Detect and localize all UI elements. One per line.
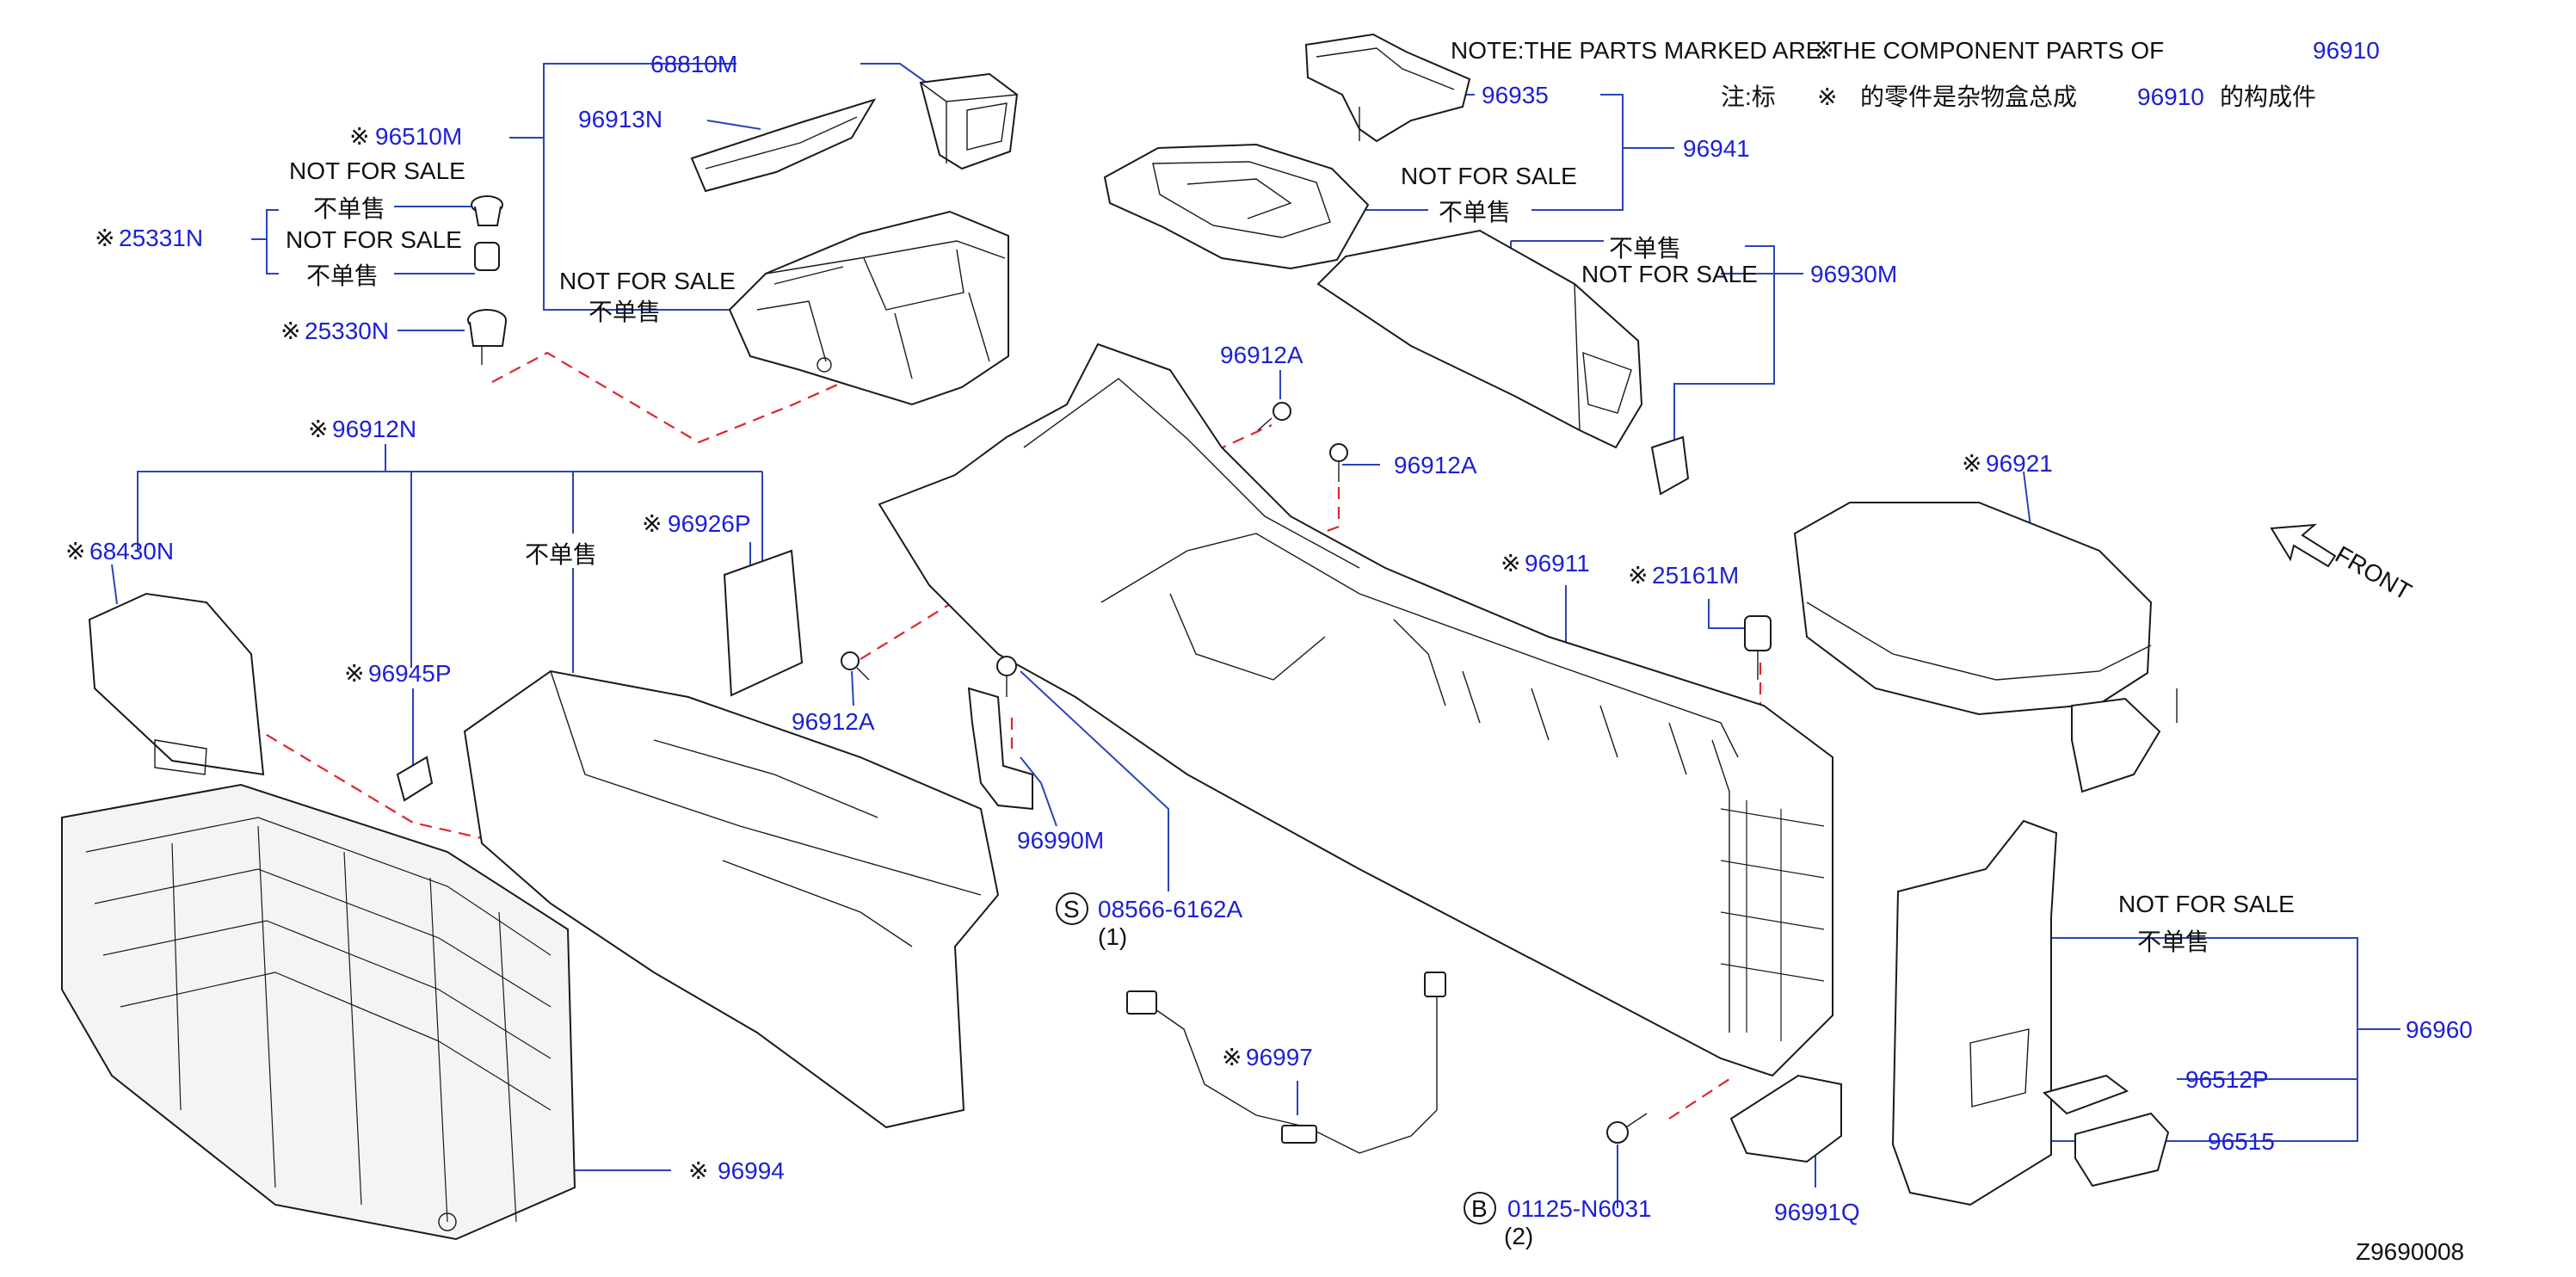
label-68810m: 68810M bbox=[650, 51, 737, 77]
rear-cover-96960 bbox=[1891, 819, 2058, 1206]
b-circle-icon bbox=[1464, 1192, 1496, 1225]
leader-lines bbox=[111, 63, 2400, 1208]
qty-08566: (1) bbox=[1098, 923, 1127, 950]
label-96941: 96941 bbox=[1683, 135, 1750, 162]
qty-01125: (2) bbox=[1504, 1223, 1533, 1249]
pad-96926p bbox=[723, 549, 804, 697]
mark-25161m: ※ bbox=[1628, 562, 1648, 589]
nfs-en-96960: NOT FOR SALE bbox=[2118, 891, 2295, 917]
label-96512p: 96512P bbox=[2185, 1066, 2269, 1093]
label-01125-n6031: 01125-N6031 bbox=[1507, 1195, 1652, 1222]
label-96911: 96911 bbox=[1525, 550, 1590, 577]
mark-96926p: ※ bbox=[642, 510, 662, 537]
b-symbol: B bbox=[1471, 1195, 1488, 1222]
label-96921: 96921 bbox=[1986, 450, 2053, 477]
console-main-96911 bbox=[878, 342, 1833, 1077]
label-68430n: 68430N bbox=[89, 538, 174, 564]
label-96912a-low: 96912A bbox=[792, 708, 875, 735]
label-96960: 96960 bbox=[2406, 1016, 2473, 1043]
label-96990m: 96990M bbox=[1017, 827, 1104, 854]
label-25331n: 25331N bbox=[119, 225, 203, 251]
pocket-68810m bbox=[919, 72, 1019, 170]
label-96945p: 96945P bbox=[368, 660, 452, 687]
label-08566-6162a: 08566-6162A bbox=[1098, 896, 1242, 922]
label-96997: 96997 bbox=[1246, 1044, 1313, 1070]
note-cn-ref: 96910 bbox=[2137, 83, 2204, 110]
mark-25331n: ※ bbox=[95, 225, 114, 251]
label-25330n: 25330N bbox=[305, 318, 389, 344]
clip-96512p bbox=[2043, 1074, 2129, 1115]
label-96930m: 96930M bbox=[1810, 261, 1897, 287]
note-cn-suffix: 的构成件 bbox=[2220, 83, 2316, 110]
mark-68430n: ※ bbox=[65, 538, 85, 564]
storage-box-upper bbox=[728, 210, 1009, 406]
pad-96913n bbox=[690, 98, 877, 193]
label-96994: 96994 bbox=[718, 1157, 785, 1184]
finisher-96941 bbox=[1103, 143, 1370, 270]
mark-96997: ※ bbox=[1222, 1044, 1242, 1070]
nfs-cn-96930m: 不单售 bbox=[1609, 235, 1681, 262]
note-en-ref: 96910 bbox=[2313, 37, 2380, 64]
label-96510m: 96510M bbox=[375, 123, 462, 150]
note-mark-symbol: ※ bbox=[1814, 37, 1833, 64]
nfs-en-96941: NOT FOR SALE bbox=[1401, 163, 1577, 189]
label-96935: 96935 bbox=[1482, 82, 1549, 108]
harness-96997 bbox=[1126, 972, 1446, 1154]
nfs-en-96930m: NOT FOR SALE bbox=[1581, 261, 1758, 287]
label-96913n: 96913N bbox=[578, 106, 662, 133]
plug-25161m bbox=[1744, 615, 1772, 680]
mark-96911: ※ bbox=[1501, 550, 1520, 577]
nfs-en-25331n: NOT FOR SALE bbox=[286, 226, 462, 253]
mark-96510m: ※ bbox=[349, 123, 369, 150]
note-cn-prefix: 注:标 bbox=[1721, 83, 1776, 110]
mark-96912n: ※ bbox=[308, 416, 328, 442]
diagram-code: Z9690008 bbox=[2356, 1238, 2464, 1265]
front-arrow bbox=[2270, 523, 2337, 568]
nfs-cn-storage: 不单售 bbox=[589, 299, 661, 325]
note-cn-mark: ※ bbox=[1817, 83, 1837, 110]
nfs-cn-25331n: 不单售 bbox=[306, 262, 379, 289]
nfs-cn-96941: 不单售 bbox=[1439, 199, 1511, 225]
mark-96994: ※ bbox=[688, 1157, 708, 1184]
clip-96945p bbox=[396, 756, 434, 802]
label-96515: 96515 bbox=[2208, 1128, 2275, 1155]
label-96912a-top: 96912A bbox=[1220, 342, 1303, 368]
nfs-en-storage: NOT FOR SALE bbox=[559, 268, 736, 294]
mark-96945p: ※ bbox=[344, 660, 364, 687]
pocket-96515 bbox=[2074, 1112, 2170, 1188]
label-96912a-mid: 96912A bbox=[1394, 452, 1477, 478]
mark-96921: ※ bbox=[1962, 450, 1981, 477]
label-96991q: 96991Q bbox=[1774, 1199, 1860, 1225]
nfs-cn-96510m: 不单售 bbox=[313, 195, 385, 222]
front-label: FRONT bbox=[2331, 540, 2416, 605]
nfs-en-96510m: NOT FOR SALE bbox=[289, 157, 465, 184]
label-96912n: 96912N bbox=[332, 416, 416, 442]
armrest-96921 bbox=[1793, 502, 2178, 793]
bracket-96991q bbox=[1729, 1074, 1842, 1163]
s-circle-icon bbox=[1056, 892, 1088, 925]
s-symbol: S bbox=[1063, 896, 1080, 922]
label-25161m: 25161M bbox=[1652, 562, 1739, 589]
bracket-96990m bbox=[967, 687, 1033, 811]
screws bbox=[841, 402, 1648, 1144]
cup-holder-96935 bbox=[1304, 33, 1471, 143]
note-en: NOTE:THE PARTS MARKED ARE THE COMPONENT … bbox=[1451, 37, 2164, 64]
nfs-cn-96912n: 不单售 bbox=[525, 541, 597, 568]
mark-25330n: ※ bbox=[280, 318, 300, 344]
nfs-cn-96960: 不单售 bbox=[2137, 928, 2209, 955]
label-96926p: 96926P bbox=[668, 510, 751, 537]
trim-68430n bbox=[88, 592, 265, 776]
clips-left bbox=[467, 195, 507, 365]
note-cn-middle: 的零件是杂物盒总成 bbox=[1860, 83, 2077, 110]
frame-96994 bbox=[61, 783, 576, 1241]
bezel-96930m bbox=[1316, 229, 1690, 496]
lower-console bbox=[463, 669, 1000, 1129]
